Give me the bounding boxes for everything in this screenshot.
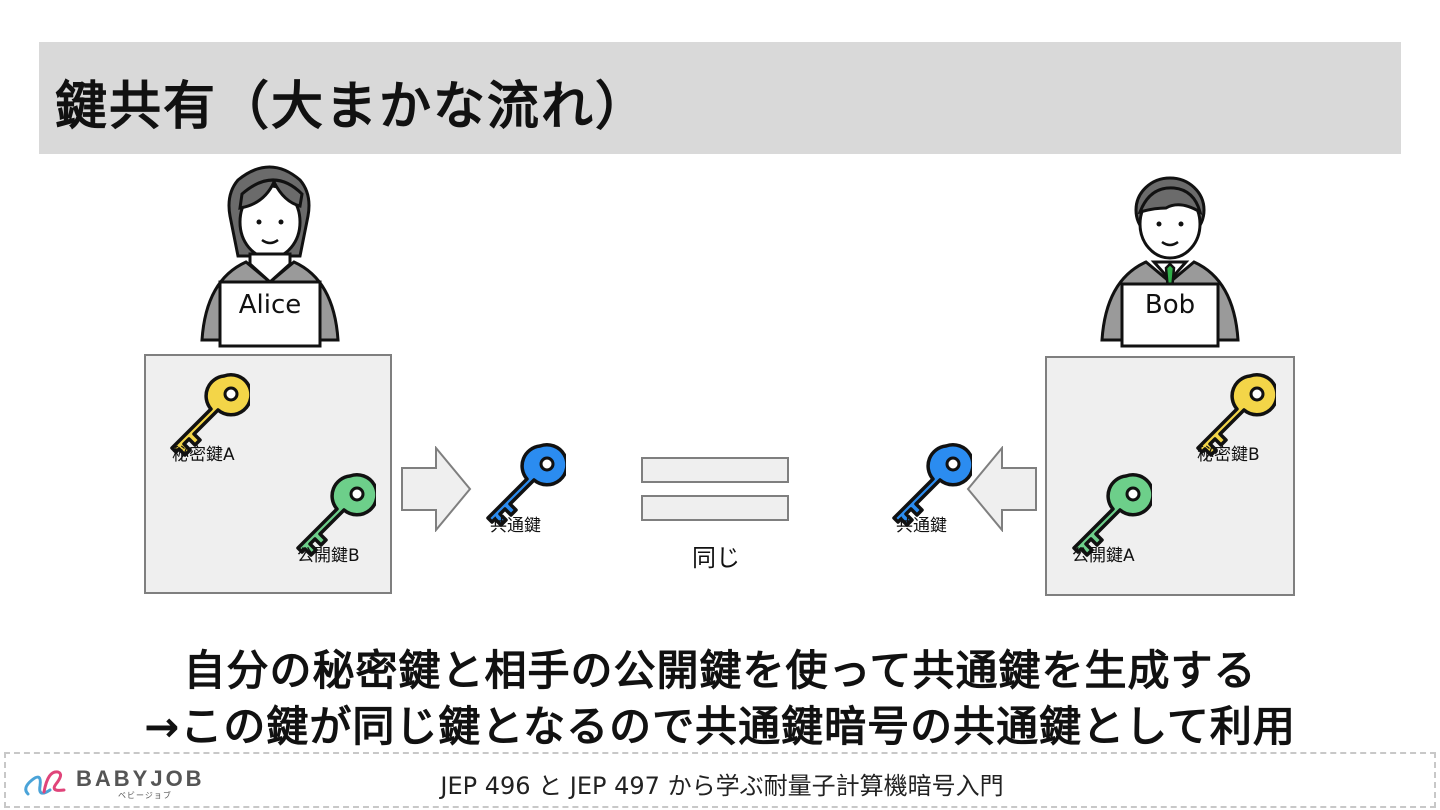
same-label: 同じ xyxy=(692,538,740,573)
bob-name: Bob xyxy=(1122,290,1218,320)
equals-sign xyxy=(640,456,792,524)
arrow-right-icon xyxy=(400,446,472,532)
alice-shared-key-label: 共通鍵 xyxy=(490,511,541,536)
message-line-2: →この鍵が同じ鍵となるので共通鍵暗号の共通鍵として利用 xyxy=(0,693,1440,754)
bob-private-key-label: 秘密鍵B xyxy=(1197,440,1260,465)
message-line-1: 自分の秘密鍵と相手の公開鍵を使って共通鍵を生成する xyxy=(0,637,1440,698)
bob-shared-key-label: 共通鍵 xyxy=(896,511,947,536)
alice-avatar xyxy=(190,160,350,350)
slide-title: 鍵共有（大まかな流れ） xyxy=(55,64,649,139)
bob-avatar xyxy=(1090,160,1250,350)
arrow-left-icon xyxy=(966,446,1038,532)
footer-title: JEP 496 と JEP 497 から学ぶ耐量子計算機暗号入門 xyxy=(6,766,1438,801)
alice-name: Alice xyxy=(220,290,320,320)
footer: BABYJOB ベビージョブ JEP 496 と JEP 497 から学ぶ耐量子… xyxy=(4,752,1436,808)
alice-public-key-label: 公開鍵B xyxy=(297,541,360,566)
alice-private-key-label: 秘密鍵A xyxy=(172,440,235,465)
bob-public-key-label: 公開鍵A xyxy=(1072,541,1135,566)
title-bar: 鍵共有（大まかな流れ） xyxy=(39,42,1401,154)
